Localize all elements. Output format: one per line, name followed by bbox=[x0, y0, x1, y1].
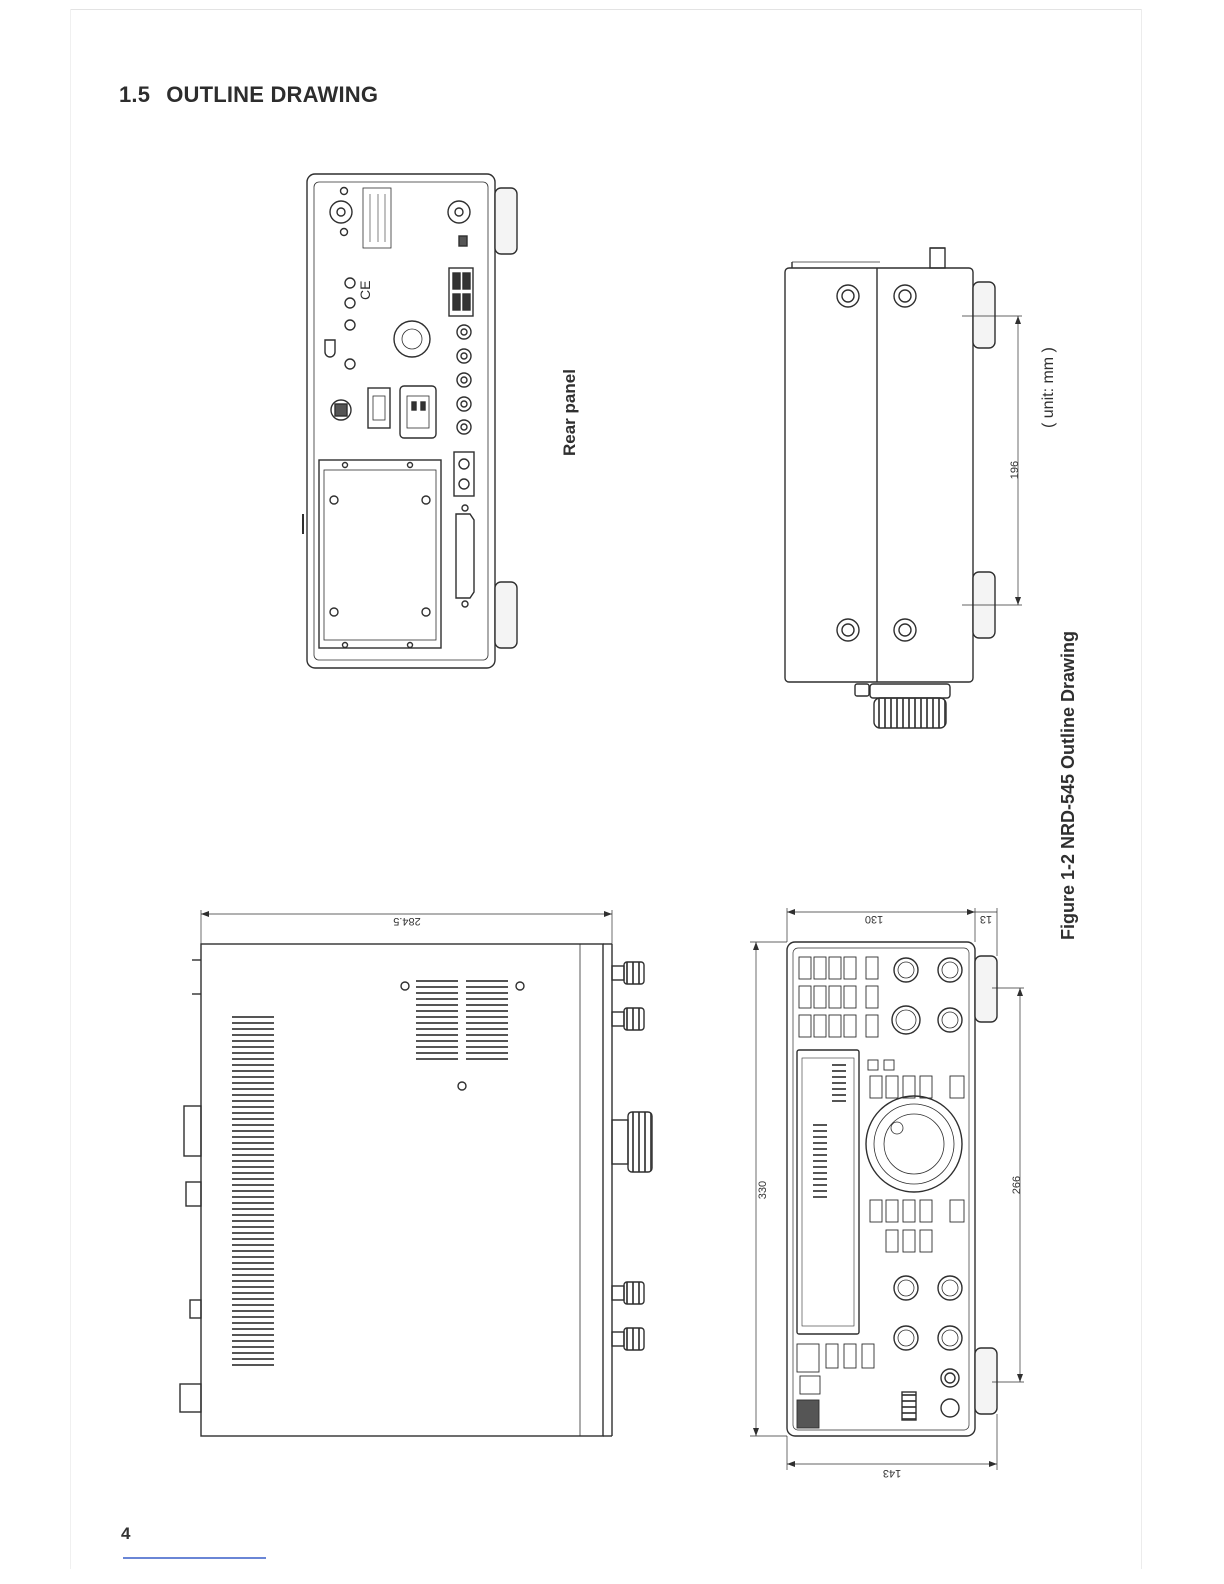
top-depth-dimension: 130 bbox=[865, 913, 883, 925]
rear-panel-drawing: CE bbox=[303, 174, 517, 668]
svg-text:CE: CE bbox=[357, 281, 373, 300]
front-panel-drawing bbox=[750, 908, 1024, 1470]
unit-label: ( unit: mm ) bbox=[1040, 347, 1058, 428]
front-height-dimension: 143 bbox=[883, 1467, 901, 1479]
front-foot-spacing-dimension: 266 bbox=[1011, 1176, 1023, 1194]
top-view-drawing bbox=[180, 910, 652, 1436]
page-number: 4 bbox=[121, 1524, 130, 1544]
rear-foot-spacing-dimension: 196 bbox=[1009, 461, 1021, 479]
side-view-right-drawing bbox=[785, 248, 1022, 728]
figure-caption: Figure 1-2 NRD-545 Outline Drawing bbox=[1058, 631, 1079, 940]
rear-panel-label: Rear panel bbox=[560, 369, 580, 456]
side-depth-dimension: 284.5 bbox=[393, 915, 421, 927]
bottom-rule bbox=[123, 1557, 266, 1559]
front-width-dimension: 330 bbox=[757, 1181, 769, 1199]
top-offset-dimension: 13 bbox=[980, 913, 992, 925]
